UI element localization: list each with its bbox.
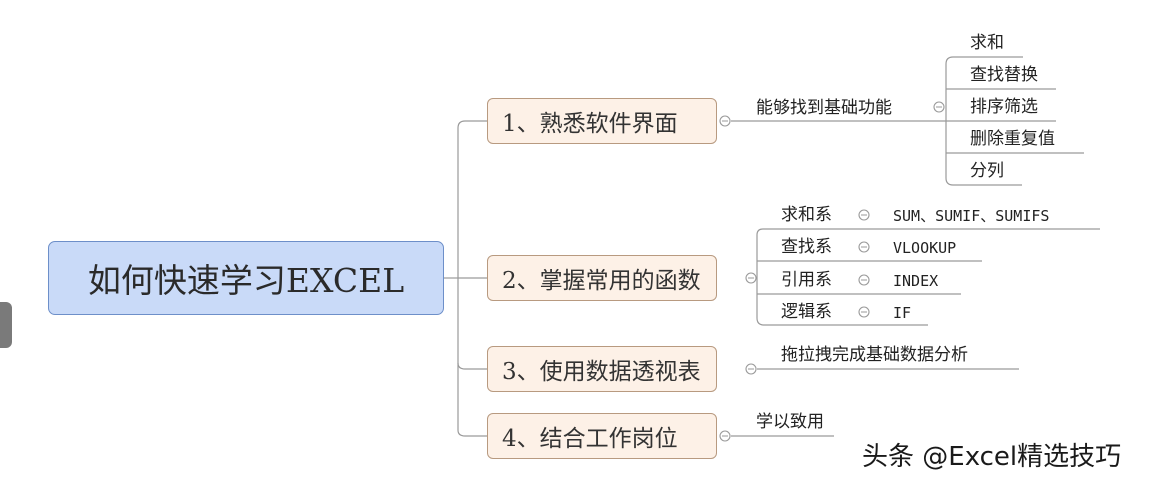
function-sum-list[interactable]: SUM、SUMIF、SUMIFS <box>893 207 1050 225</box>
function-group-sum[interactable]: 求和系 <box>781 205 832 225</box>
leaf-text-to-columns[interactable]: 分列 <box>970 161 1004 181</box>
branch-node-4[interactable]: 4、结合工作岗位 <box>487 413 717 459</box>
leaf-find-replace[interactable]: 查找替换 <box>970 65 1038 85</box>
topic-basic-functions[interactable]: 能够找到基础功能 <box>756 98 892 118</box>
root-node[interactable]: 如何快速学习EXCEL <box>48 241 444 315</box>
function-group-lookup[interactable]: 查找系 <box>781 237 832 257</box>
topic-pivot-analysis[interactable]: 拖拉拽完成基础数据分析 <box>781 345 968 365</box>
function-index[interactable]: INDEX <box>893 272 939 290</box>
branch-node-3[interactable]: 3、使用数据透视表 <box>487 346 717 392</box>
function-if[interactable]: IF <box>893 304 912 322</box>
leaf-sort-filter[interactable]: 排序筛选 <box>970 97 1038 117</box>
branch-node-1[interactable]: 1、熟悉软件界面 <box>487 98 717 144</box>
function-group-reference[interactable]: 引用系 <box>781 270 832 290</box>
branch-node-2[interactable]: 2、掌握常用的函数 <box>487 255 717 301</box>
function-vlookup[interactable]: VLOOKUP <box>893 239 957 257</box>
leaf-sum[interactable]: 求和 <box>970 33 1004 53</box>
function-group-logic[interactable]: 逻辑系 <box>781 302 832 322</box>
topic-apply-learning[interactable]: 学以致用 <box>756 412 824 432</box>
watermark: 头条 @Excel精选技巧 <box>862 442 1122 472</box>
side-panel-handle[interactable] <box>0 302 12 348</box>
leaf-remove-duplicates[interactable]: 删除重复值 <box>970 129 1055 149</box>
